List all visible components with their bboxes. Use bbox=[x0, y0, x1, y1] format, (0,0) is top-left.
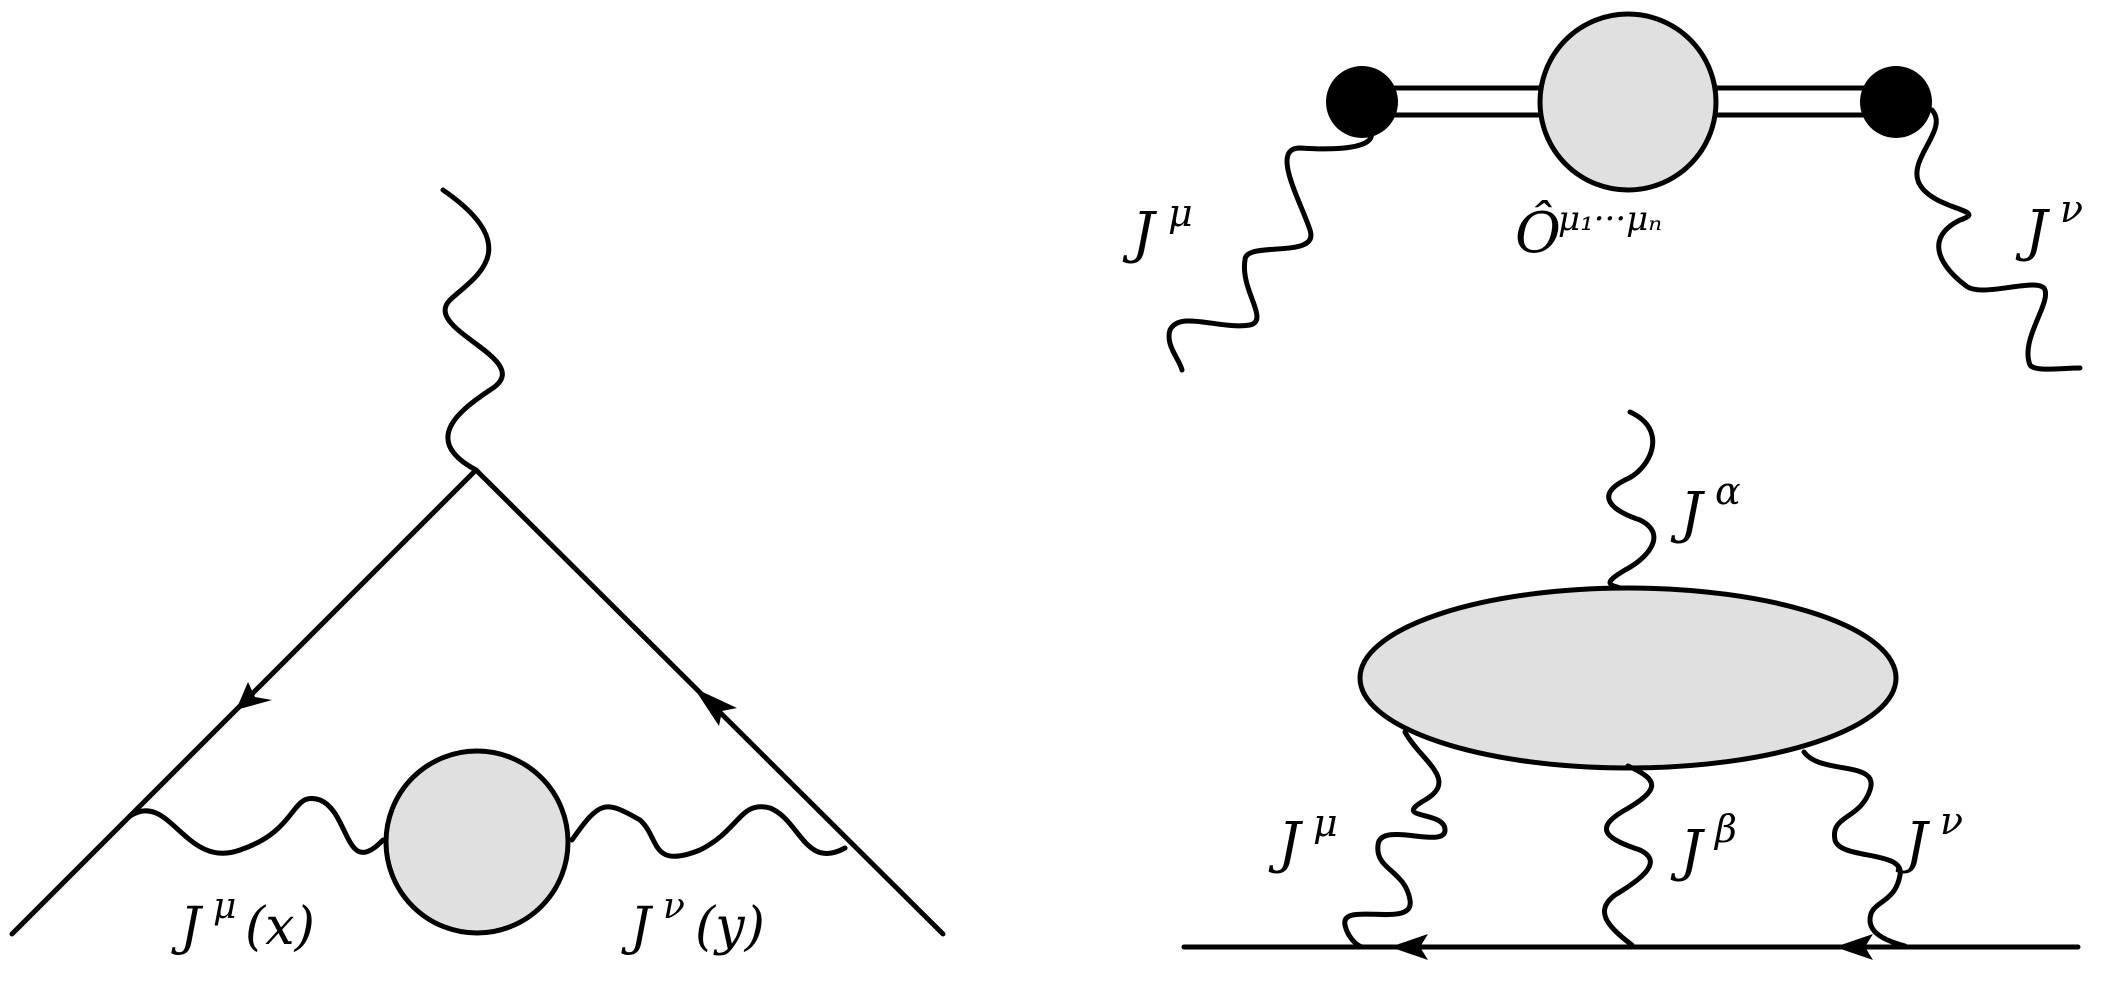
bottom-arrow-right-icon bbox=[1835, 934, 1873, 960]
bottom-label-mu-sup: μ bbox=[1313, 801, 1338, 845]
bottom-label-beta-base: J bbox=[1670, 819, 1706, 884]
top-label-nu-sup: ν bbox=[2060, 187, 2083, 231]
bottom-label-alpha-sup: α bbox=[1715, 469, 1741, 513]
left-arrow-right-icon bbox=[694, 688, 737, 726]
bottom-blob bbox=[1357, 585, 1899, 771]
left-photon-nu bbox=[569, 804, 848, 859]
bottom-label-nu-sup: ν bbox=[1940, 799, 1963, 843]
left-label-nu-sup: ν bbox=[663, 886, 685, 927]
top-right-diagram: J μ J ν Ô μ₁···μₙ bbox=[1122, 11, 2083, 373]
bottom-label-mu-base: J bbox=[1268, 811, 1304, 876]
bottom-right-diagram: J α J μ J β J ν bbox=[1181, 409, 2081, 960]
left-label-nu-base: J bbox=[621, 897, 654, 957]
bottom-arrow-left-icon bbox=[1390, 934, 1428, 960]
left-blob bbox=[383, 748, 571, 936]
left-label-mu-arg: (x) bbox=[245, 897, 315, 957]
left-photon-mu bbox=[127, 796, 386, 856]
vertex-right bbox=[1860, 66, 1932, 138]
top-photon-nu bbox=[1914, 107, 2083, 372]
bottom-label-alpha-base: J bbox=[1670, 481, 1706, 546]
top-label-nu-base: J bbox=[2015, 199, 2051, 264]
left-diagram: J μ (x) J ν (y) bbox=[9, 187, 946, 957]
operator-label-sup: μ₁···μₙ bbox=[1558, 199, 1662, 239]
bottom-photon-beta bbox=[1602, 763, 1655, 948]
bottom-photon-nu bbox=[1801, 749, 1908, 949]
bottom-label-beta-sup: β bbox=[1713, 807, 1737, 851]
left-label-mu-base: J bbox=[171, 897, 204, 957]
left-arrow-left-icon bbox=[236, 682, 272, 710]
left-top-photon bbox=[440, 187, 505, 473]
left-label-nu-arg: (y) bbox=[695, 897, 765, 957]
top-photon-mu bbox=[1166, 127, 1374, 373]
operator-label-base: Ô bbox=[1515, 199, 1561, 266]
vertex-left bbox=[1326, 66, 1398, 138]
operator-blob bbox=[1537, 11, 1719, 193]
bottom-photon-mu bbox=[1342, 729, 1448, 950]
top-label-mu-sup: μ bbox=[1168, 191, 1193, 235]
bottom-photon-alpha bbox=[1606, 409, 1657, 593]
top-label-mu-base: J bbox=[1122, 201, 1158, 266]
left-label-mu-sup: μ bbox=[213, 886, 236, 927]
